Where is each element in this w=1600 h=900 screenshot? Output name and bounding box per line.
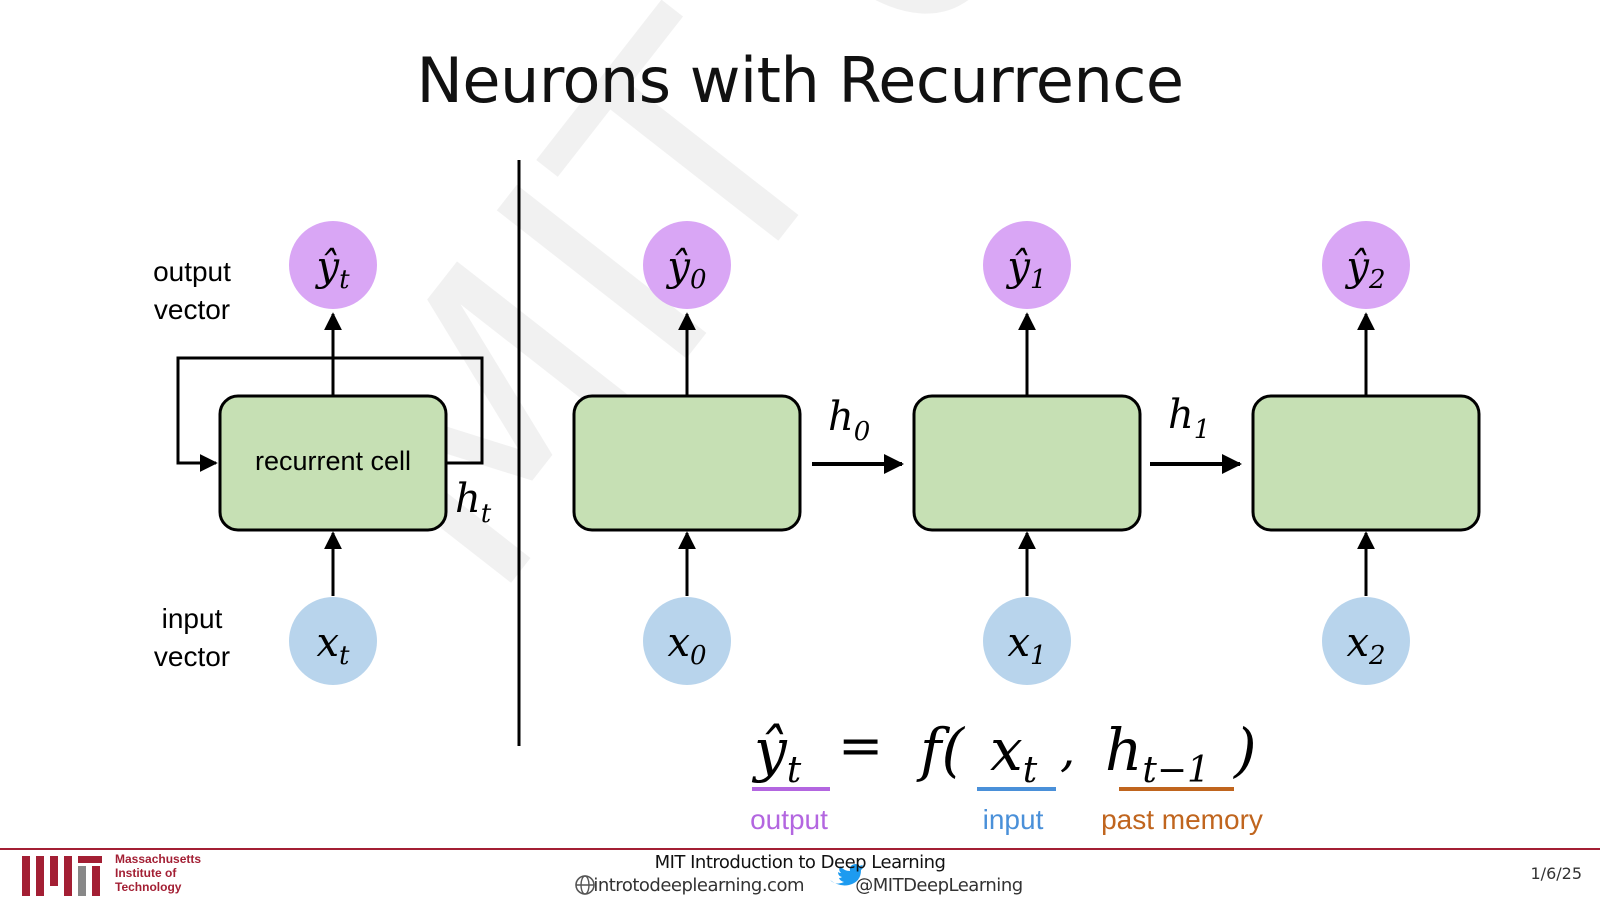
slide-title: Neurons with Recurrence <box>416 44 1184 117</box>
output-node-y0-label: ŷ0 <box>665 244 706 295</box>
globe-icon <box>575 875 595 895</box>
compact-rnn: output vector input vector ŷt xt recurre… <box>153 221 492 685</box>
website-link[interactable]: introtodeeplearning.com <box>593 875 804 896</box>
output-node-y0 <box>643 221 731 309</box>
h1-label: h1 <box>1168 392 1210 445</box>
input-node-xt <box>289 597 377 685</box>
equation-equals: = <box>838 714 883 777</box>
h0-label: h0 <box>828 394 870 447</box>
twitter-bird-icon <box>830 864 864 886</box>
mit-logo <box>22 856 102 896</box>
recurrence-loop-arrow <box>176 356 484 472</box>
input-node-x1-label: x1 <box>1007 620 1046 671</box>
footer-divider <box>0 848 1600 850</box>
input-node-x2-label: x2 <box>1346 620 1385 671</box>
output-node-y1 <box>983 221 1071 309</box>
mit-line-3: Technology <box>115 880 182 894</box>
equation-close: ) <box>1232 716 1257 784</box>
input-vector-label: input <box>162 603 223 634</box>
equation-x: xt <box>990 716 1038 791</box>
input-node-x0-label: x0 <box>667 620 706 671</box>
footer-links: introtodeeplearning.com @MITDeepLearning <box>0 875 1600 896</box>
mit-line-2: Institute of <box>115 866 177 880</box>
cell-step-1 <box>912 394 1142 532</box>
mit-line-1: Massachusetts <box>115 852 202 866</box>
equation-lhs: ŷt <box>751 716 802 791</box>
time-step-2: ŷ2 x2 <box>1251 221 1481 685</box>
input-vector-label-2: vector <box>154 641 230 672</box>
input-node-x2 <box>1322 597 1410 685</box>
input-node-x0 <box>643 597 731 685</box>
cell-step-2 <box>1251 394 1481 532</box>
mit-wordmark: Massachusetts Institute of Technology <box>115 852 235 894</box>
input-node-x1 <box>983 597 1071 685</box>
equation-comma: , <box>1060 722 1075 778</box>
time-step-0: ŷ0 x0 <box>572 221 802 685</box>
time-step-1: ŷ1 x1 <box>912 221 1142 685</box>
output-node-yt <box>289 221 377 309</box>
input-node-xt-label: xt <box>316 620 350 671</box>
equation-h: ht−1 <box>1105 716 1210 791</box>
course-title: MIT Introduction to Deep Learning <box>654 852 946 873</box>
output-node-y1-label: ŷ1 <box>1005 244 1046 295</box>
twitter-link[interactable]: @MITDeepLearning <box>855 875 1023 896</box>
memory-caption: past memory <box>1101 804 1263 835</box>
unrolled-rnn: ŷ0 x0 h0 ŷ1 x1 h1 <box>572 221 1481 685</box>
output-caption: output <box>750 804 828 835</box>
footer-center: MIT Introduction to Deep Learning introt… <box>0 852 1600 896</box>
equation-func: f( <box>916 716 965 784</box>
state-label-ht: ht <box>455 476 492 529</box>
output-node-yt-label: ŷt <box>314 244 350 295</box>
output-vector-label: output <box>153 256 231 287</box>
recurrent-cell-label: recurrent cell <box>255 446 411 476</box>
slide-date: 1/6/25 <box>1530 864 1583 883</box>
output-node-y2 <box>1322 221 1410 309</box>
output-vector-label-2: vector <box>154 294 230 325</box>
recurrence-equation: ŷt = f( xt , ht−1 ) output input past me… <box>750 714 1263 835</box>
input-caption: input <box>983 804 1044 835</box>
cell-step-0 <box>572 394 802 532</box>
output-node-y2-label: ŷ2 <box>1344 244 1385 295</box>
